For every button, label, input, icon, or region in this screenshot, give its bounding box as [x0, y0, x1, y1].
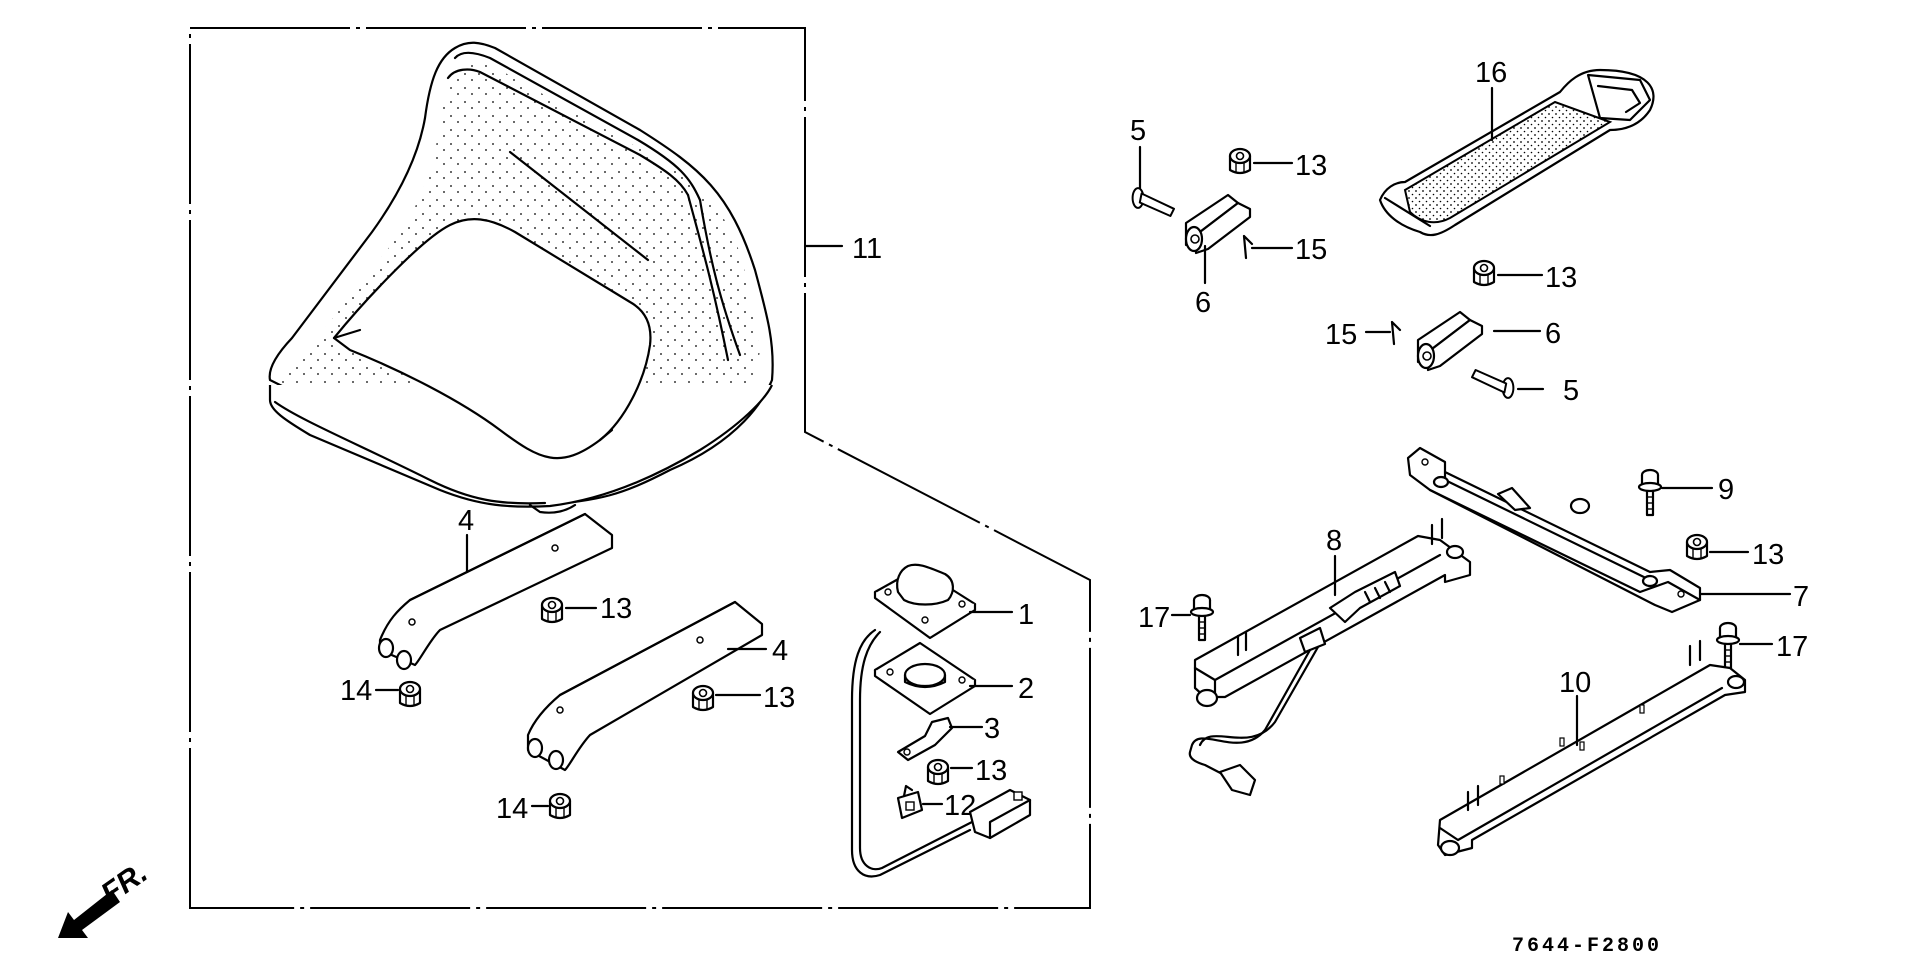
- bolt-17-b: [1715, 621, 1741, 670]
- clip-15-b: [1390, 320, 1402, 346]
- assembly-boundary: [189, 27, 1091, 909]
- callout-5-b[interactable]: 5: [1563, 375, 1579, 407]
- callout-17-b[interactable]: 17: [1776, 631, 1808, 663]
- callout-11[interactable]: 11: [852, 233, 882, 265]
- nut-14-a: [398, 680, 422, 708]
- clamp: [896, 716, 954, 762]
- callout-14-b[interactable]: 14: [496, 793, 528, 825]
- callout-15-a[interactable]: 15: [1295, 234, 1327, 266]
- callout-13-b[interactable]: 13: [763, 682, 795, 714]
- callout-7[interactable]: 7: [1793, 581, 1809, 613]
- hinge-bracket-6-b: [1416, 310, 1484, 372]
- callout-13-d[interactable]: 13: [1295, 150, 1327, 182]
- callout-6-b[interactable]: 6: [1545, 318, 1561, 350]
- clip-15-a: [1242, 234, 1254, 260]
- connector-clip: [896, 784, 924, 820]
- callout-1[interactable]: 1: [1018, 599, 1034, 631]
- callout-8[interactable]: 8: [1326, 525, 1342, 557]
- callout-15-b[interactable]: 15: [1325, 319, 1357, 351]
- drawing-code: 7644-F2800: [1512, 935, 1662, 958]
- callout-17-a[interactable]: 17: [1138, 602, 1170, 634]
- callout-10[interactable]: 10: [1559, 667, 1591, 699]
- switch-base-plate: [873, 641, 977, 716]
- wire-harness: [850, 628, 1032, 878]
- callout-13-c[interactable]: 13: [975, 755, 1007, 787]
- callout-9[interactable]: 9: [1718, 474, 1734, 506]
- seat-stay-left: [377, 512, 614, 671]
- nut-13-c: [926, 758, 950, 786]
- callout-4-left[interactable]: 4: [458, 505, 474, 537]
- seat-strap: [1378, 68, 1655, 237]
- seat-assembly: [268, 41, 774, 514]
- callout-14-a[interactable]: 14: [340, 675, 372, 707]
- callout-5-a[interactable]: 5: [1130, 115, 1146, 147]
- callout-16[interactable]: 16: [1475, 57, 1507, 89]
- nut-13-a: [540, 596, 564, 624]
- nut-13-d: [1228, 147, 1252, 175]
- callout-6-a[interactable]: 6: [1195, 287, 1211, 319]
- nut-13-e: [1472, 259, 1496, 287]
- front-direction-arrow-icon: [58, 890, 120, 938]
- seat-stay-right: [526, 600, 764, 772]
- callout-13-a[interactable]: 13: [600, 593, 632, 625]
- bolt-17-a: [1189, 593, 1215, 642]
- pin-5-b: [1471, 369, 1515, 399]
- callout-4-right[interactable]: 4: [772, 635, 788, 667]
- callout-2[interactable]: 2: [1018, 673, 1034, 705]
- pin-5-a: [1131, 187, 1175, 217]
- seat-hinge-plate: [1406, 446, 1702, 614]
- nut-13-f: [1685, 533, 1709, 561]
- nut-14-b: [548, 792, 572, 820]
- seat-switch: [873, 563, 977, 640]
- callout-13-e[interactable]: 13: [1545, 262, 1577, 294]
- bolt-9: [1637, 468, 1663, 517]
- callout-13-f[interactable]: 13: [1752, 539, 1784, 571]
- nut-13-b: [691, 684, 715, 712]
- seat-rail-with-lever: [1188, 517, 1472, 797]
- seat-rail: [1436, 639, 1747, 857]
- hinge-bracket-6-a: [1184, 193, 1252, 255]
- callout-3[interactable]: 3: [984, 713, 1000, 745]
